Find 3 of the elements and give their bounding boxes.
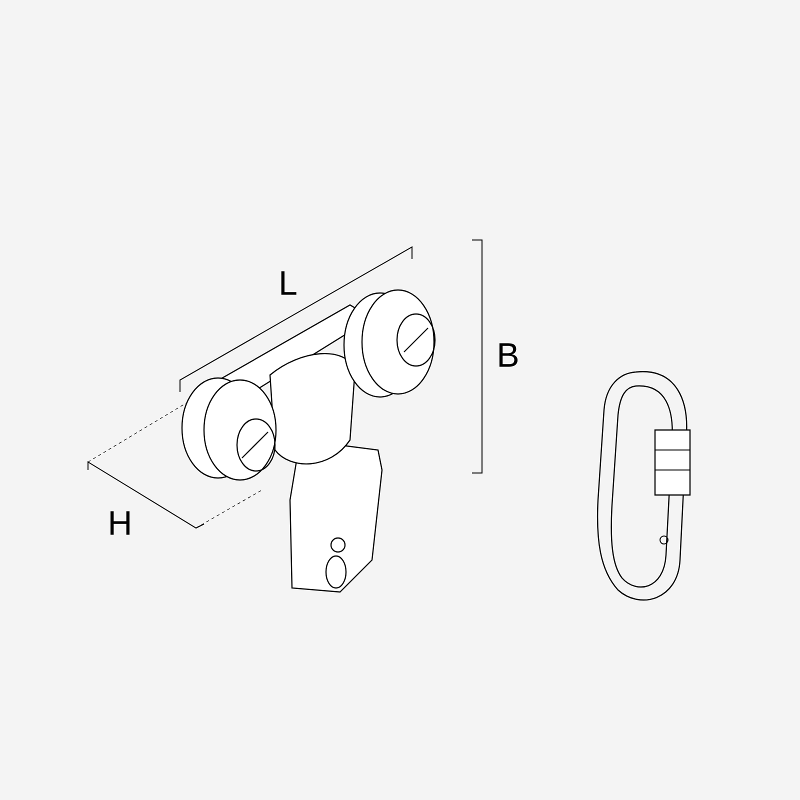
dimension-label: H [110,511,130,535]
dimension-label: B [499,343,518,367]
dimension-label: L [281,271,296,295]
